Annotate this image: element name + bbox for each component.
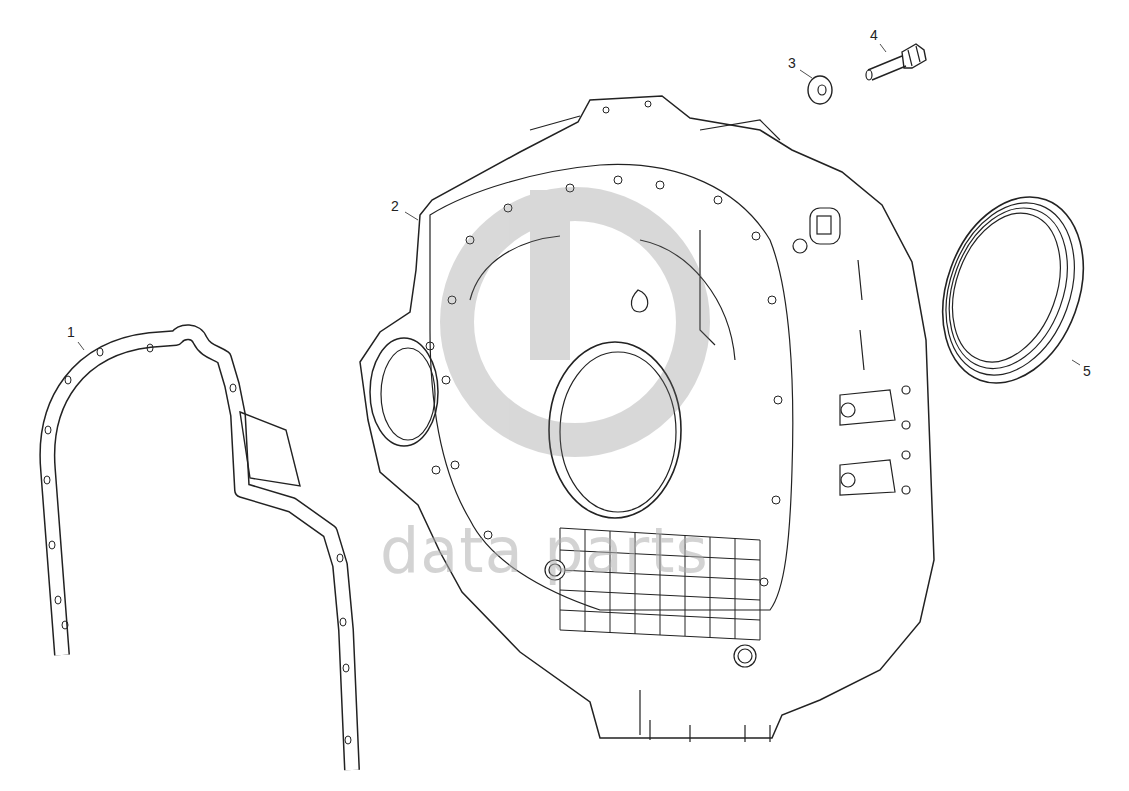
drawing-part: [841, 473, 855, 487]
drawing-part: [97, 348, 103, 356]
drawing-part: [49, 541, 55, 549]
drawing-part: [866, 70, 872, 80]
drawing-part: [645, 101, 651, 107]
drawing-part: [902, 386, 910, 394]
drawing-part: [933, 198, 1080, 377]
leader-line: [78, 44, 1080, 365]
drawing-part: [738, 649, 752, 663]
seal-ring: [918, 177, 1108, 403]
drawing-part: [840, 390, 895, 495]
drawing-part: [343, 664, 349, 672]
drawing-part: [640, 690, 770, 742]
drawing-part: [360, 96, 934, 738]
drawing-part: [768, 296, 776, 304]
gasket: [44, 332, 352, 770]
drawing-part: [818, 85, 826, 95]
drawing-part: [656, 181, 664, 189]
drawing-part: [230, 384, 236, 392]
drawing-part: [426, 342, 434, 350]
drawing-part: [147, 344, 153, 352]
watermark-text: data parts: [380, 520, 709, 582]
drawing-part: [902, 451, 910, 459]
drawing-part: [902, 421, 910, 429]
drawing-part: [45, 426, 51, 434]
callout-number: 2: [391, 199, 399, 213]
drawing-part: [752, 232, 760, 240]
drawing-part: [734, 645, 756, 667]
drawing-part: [405, 212, 418, 220]
drawing-part: [78, 342, 84, 350]
washer: [808, 76, 832, 104]
drawing-part: [44, 476, 50, 484]
drawing-part: [614, 176, 622, 184]
drawing-part: [631, 290, 647, 312]
drawing-part: [1072, 360, 1080, 365]
drawing-part: [370, 338, 438, 446]
callout-number: 3: [788, 56, 796, 70]
drawing-part: [44, 344, 351, 744]
drawing-part: [442, 376, 450, 384]
drawing-part: [337, 554, 343, 562]
flywheel-housing: [360, 96, 934, 742]
drawing-part: [810, 208, 840, 244]
drawing-part: [345, 736, 351, 744]
drawing-part: [902, 44, 926, 68]
drawing-part: [381, 348, 435, 440]
bolt: [866, 44, 926, 80]
drawing-part: [800, 70, 812, 78]
drawing-part: [47, 332, 352, 770]
drawing-part: [62, 621, 68, 629]
drawing-part: [868, 56, 906, 80]
drawing-part: [760, 578, 768, 586]
drawing-part: [774, 396, 782, 404]
drawing-part: [928, 191, 1088, 385]
drawing-part: [772, 496, 780, 504]
drawing-part: [47, 332, 352, 770]
drawing-part: [841, 403, 855, 417]
callout-number: 1: [67, 325, 75, 339]
watermark-logo: [457, 190, 693, 440]
drawing-part: [457, 204, 693, 440]
drawing-part: [918, 177, 1108, 403]
drawing-part: [65, 376, 71, 384]
drawing-part: [451, 461, 459, 469]
callout-number: 4: [870, 28, 878, 42]
drawing-part: [817, 216, 831, 234]
drawing-part: [55, 596, 61, 604]
drawing-part: [432, 466, 440, 474]
callout-number: 5: [1083, 364, 1091, 378]
drawing-part: [793, 239, 807, 253]
drawing-part: [530, 190, 570, 360]
drawing-part: [902, 486, 910, 494]
drawing-part: [603, 107, 609, 113]
drawing-part: [240, 412, 300, 486]
drawing-part: [880, 44, 886, 52]
drawing-part: [908, 46, 920, 66]
drawing-part: [923, 185, 1097, 393]
drawing-part: [808, 76, 832, 104]
drawing-part: [340, 618, 346, 626]
drawing-part: [426, 101, 782, 586]
drawing-part: [714, 196, 722, 204]
